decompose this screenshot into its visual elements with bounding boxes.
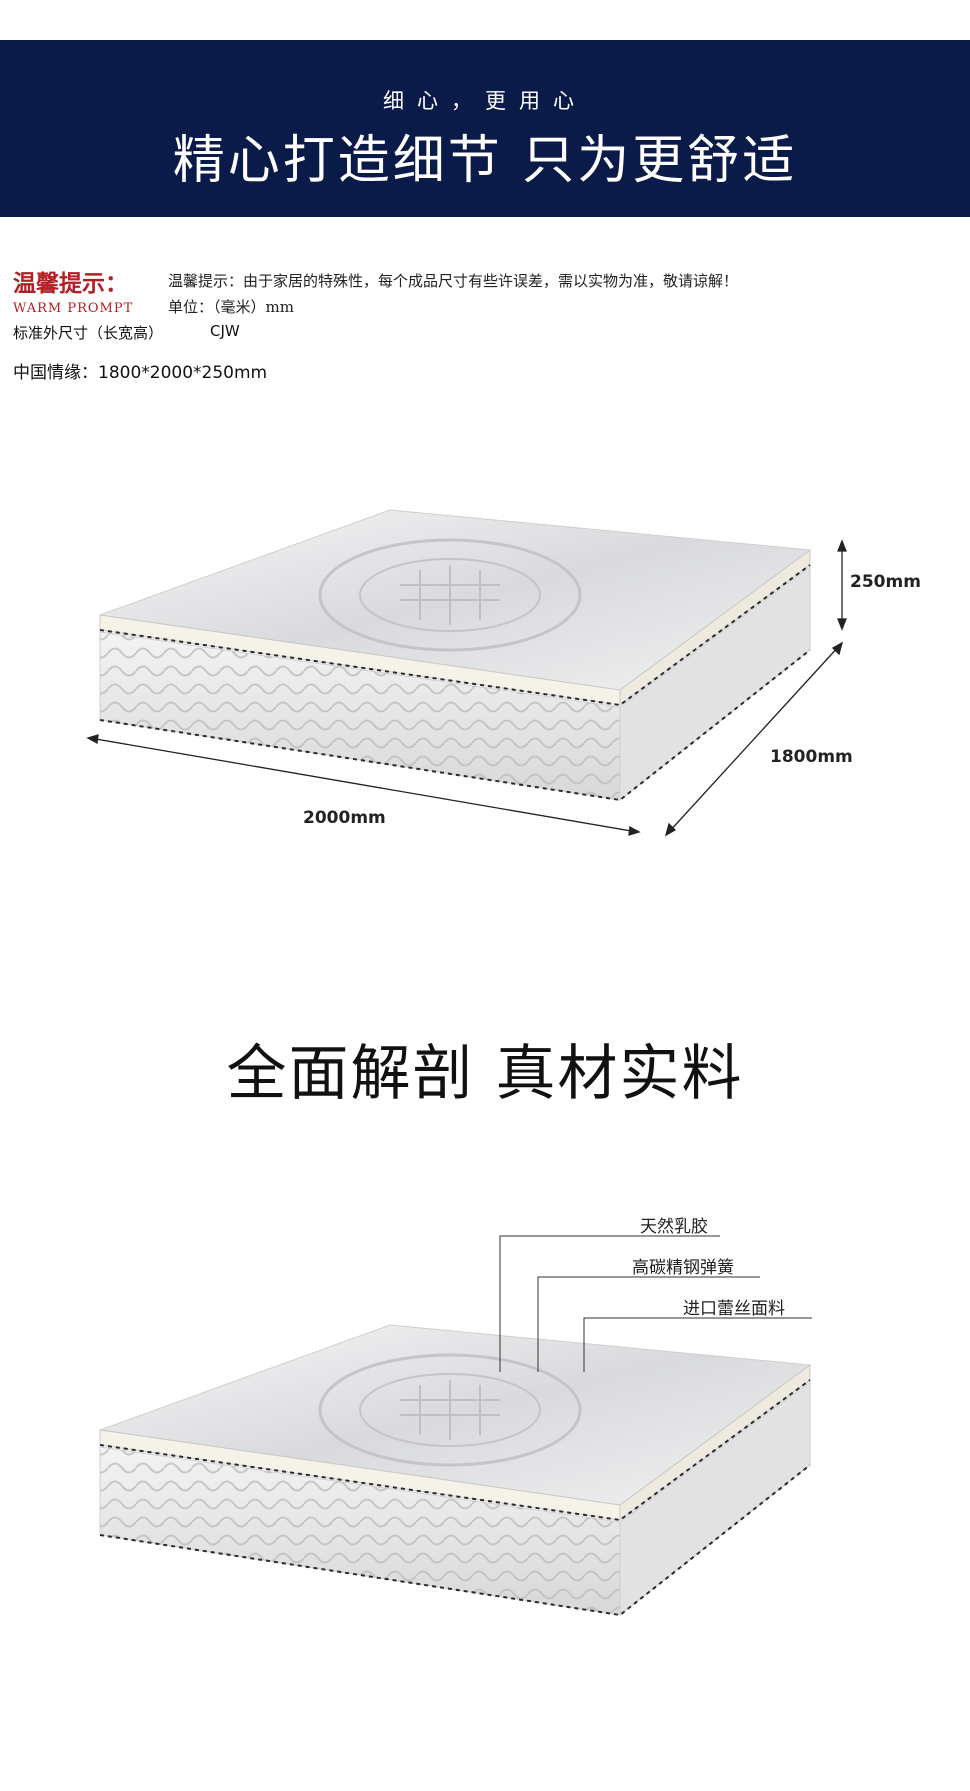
section-title: 全面解剖 真材实料 (226, 1039, 744, 1109)
spec-code: CJW (210, 322, 240, 340)
mattress-cross-section-image (99, 1324, 812, 1617)
banner-title: 精心打造细节 只为更舒适 (172, 131, 798, 191)
length-dimension: 2000mm (303, 808, 386, 828)
banner-subtitle: 细心，更用心 (383, 89, 587, 113)
model-dimensions: 中国情缘：1800*2000*250mm (13, 363, 268, 383)
mattress-image (99, 509, 812, 802)
layer-label-spring: 高碳精钢弹簧 (632, 1258, 734, 1278)
width-dimension: 1800mm (770, 747, 853, 767)
tip-unit: 单位：（毫米）mm (168, 298, 294, 316)
layer-label-fabric: 进口蕾丝面料 (683, 1299, 785, 1319)
layer-label-latex: 天然乳胶 (640, 1217, 708, 1237)
spec-label: 标准外尺寸（长宽高） (13, 324, 164, 342)
tip-title-en: WARM PROMPT (13, 301, 134, 316)
height-dimension: 250mm (850, 572, 921, 592)
tip-text: 温馨提示：由于家居的特殊性，每个成品尺寸有些许误差，需以实物为准，敬请谅解！ (168, 272, 739, 290)
tip-title: 温馨提示： (13, 271, 128, 297)
header-banner: 细心，更用心 精心打造细节 只为更舒适 (0, 40, 970, 217)
